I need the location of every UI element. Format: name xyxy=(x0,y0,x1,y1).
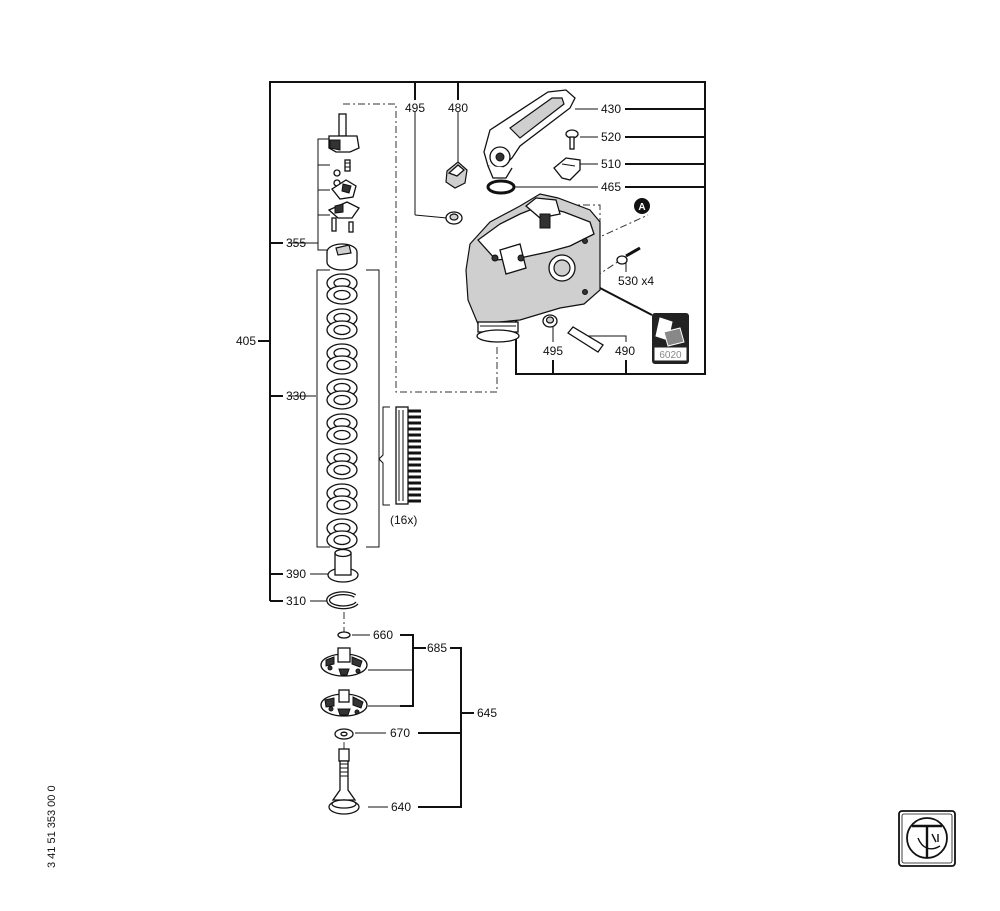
callout-390: 390 xyxy=(286,567,306,581)
callout-660: 660 xyxy=(373,628,393,642)
callout-430: 430 xyxy=(601,102,621,116)
callout-labels: 495 480 430 520 510 465 530 x4 495 490 3… xyxy=(236,101,654,814)
grease-code: 6020 xyxy=(659,350,682,361)
part-390 xyxy=(327,548,359,583)
doc-number: 3 41 51 353 00 0 xyxy=(46,785,58,868)
callout-530: 530 x4 xyxy=(618,274,654,288)
callout-16x: (16x) xyxy=(390,513,417,527)
callout-490: 490 xyxy=(615,344,635,358)
axis-lines xyxy=(343,103,649,752)
callout-465: 465 xyxy=(601,180,621,194)
part-685-upper xyxy=(320,647,368,677)
callout-330: 330 xyxy=(286,389,306,403)
callout-640: 640 xyxy=(391,800,411,814)
callout-480: 480 xyxy=(448,101,468,115)
callout-685: 685 xyxy=(427,641,447,655)
callout-310: 310 xyxy=(286,594,306,608)
part-685-lower xyxy=(320,689,368,717)
part-670 xyxy=(334,728,354,740)
part-310 xyxy=(326,591,359,610)
callout-510: 510 xyxy=(601,157,621,171)
part-480 xyxy=(445,161,468,189)
callout-355: 355 xyxy=(286,236,306,250)
part-530-screw xyxy=(616,246,641,265)
fein-logo xyxy=(898,810,956,867)
part-520-screw xyxy=(565,129,579,150)
callout-495-top: 495 xyxy=(405,101,425,115)
part-490-pin xyxy=(567,326,604,353)
leader-lines xyxy=(288,108,627,808)
part-495-bottom xyxy=(542,314,558,328)
part-510-clip xyxy=(553,157,581,181)
part-660 xyxy=(337,631,351,639)
part-430-lever xyxy=(483,89,576,179)
callout-670: 670 xyxy=(390,726,410,740)
part-465-ring xyxy=(486,179,516,195)
part-495-top xyxy=(445,211,463,225)
callout-495-bottom: 495 xyxy=(543,344,563,358)
callout-645: 645 xyxy=(477,706,497,720)
part-355-assembly xyxy=(326,113,360,271)
callout-405: 405 xyxy=(236,334,256,348)
grease-icon: 6020 xyxy=(599,287,689,364)
callout-520: 520 xyxy=(601,130,621,144)
marker-a: A xyxy=(634,198,650,214)
marker-a-label: A xyxy=(638,202,645,213)
part-640 xyxy=(328,748,360,815)
part-330-spring-stack xyxy=(326,273,358,550)
gear-housing xyxy=(465,193,601,343)
bristle-detail xyxy=(395,406,423,505)
